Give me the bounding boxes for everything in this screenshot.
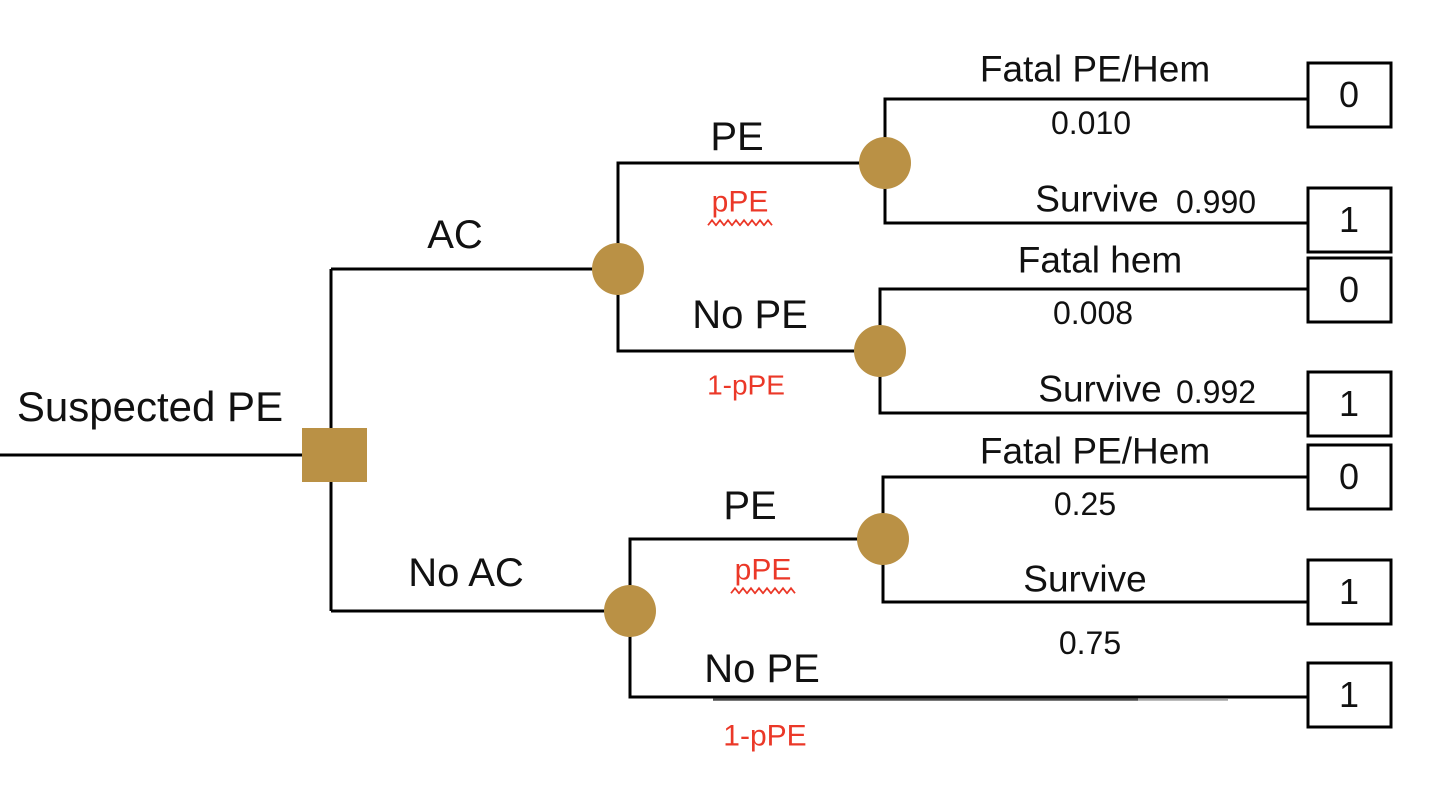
- terminal-box-ac-pe-survive[interactable]: [1306, 186, 1393, 254]
- probability-text: pPE: [711, 185, 769, 219]
- ac-pe-branch-line: [616, 161, 885, 269]
- outcome-prob-ac-nope-survive[interactable]: 0.992: [1175, 374, 1257, 411]
- ac-nope-branch-line: [616, 269, 880, 353]
- payoff-value-ac-pe-fatal[interactable]: 0: [1338, 74, 1360, 115]
- terminal-box-noac-nope[interactable]: [1306, 661, 1393, 729]
- spellcheck-squiggle-icon: [730, 586, 796, 594]
- probability-label-ac-ppe[interactable]: pPE: [707, 186, 773, 226]
- outcome-label-noac-pe-survive[interactable]: Survive: [1023, 558, 1147, 600]
- outcome-label-ac-pe-fatal[interactable]: Fatal PE/Hem: [979, 48, 1211, 90]
- terminal-box-ac-nope-fatal[interactable]: [1306, 256, 1393, 324]
- probability-label-noac-1mppe[interactable]: 1-pPE: [723, 719, 807, 753]
- outcome-label-ac-nope-survive[interactable]: Survive: [1038, 368, 1162, 410]
- branch-label-ac-pe[interactable]: PE: [710, 115, 764, 159]
- terminal-box-ac-nope-survive[interactable]: [1306, 370, 1393, 438]
- branch-label-noac-nope[interactable]: No PE: [704, 647, 820, 691]
- outcome-prob-ac-pe-fatal[interactable]: 0.010: [1050, 105, 1132, 142]
- branch-label-ac[interactable]: AC: [427, 213, 483, 257]
- chance-node-ac[interactable]: [592, 243, 644, 295]
- payoff-value-ac-nope-survive[interactable]: 1: [1338, 383, 1360, 424]
- outcome-prob-noac-pe-survive[interactable]: 0.75: [1058, 625, 1122, 662]
- payoff-value-ac-nope-fatal[interactable]: 0: [1338, 269, 1360, 310]
- chance-node-noac-pe[interactable]: [857, 513, 909, 565]
- outcome-prob-ac-pe-survive[interactable]: 0.990: [1175, 184, 1257, 221]
- payoff-value-noac-nope[interactable]: 1: [1338, 674, 1360, 715]
- probability-text: pPE: [734, 553, 792, 587]
- chance-node-noac[interactable]: [604, 585, 656, 637]
- branch-label-no-ac[interactable]: No AC: [408, 551, 524, 595]
- terminal-box-noac-pe-survive[interactable]: [1306, 558, 1393, 626]
- payoff-value-noac-pe-survive[interactable]: 1: [1338, 571, 1360, 612]
- noac-nope-branch-line: [628, 611, 1308, 699]
- outcome-prob-noac-pe-fatal[interactable]: 0.25: [1053, 486, 1117, 523]
- payoff-value-noac-pe-fatal[interactable]: 0: [1338, 456, 1360, 497]
- outcome-label-ac-nope-fatal[interactable]: Fatal hem: [1017, 239, 1183, 281]
- branch-label-noac-pe[interactable]: PE: [723, 484, 777, 528]
- chance-node-ac-nope[interactable]: [854, 325, 906, 377]
- payoff-value-ac-pe-survive[interactable]: 1: [1338, 199, 1360, 240]
- outcome-label-ac-pe-survive[interactable]: Survive: [1035, 178, 1159, 220]
- outcome-label-noac-pe-fatal[interactable]: Fatal PE/Hem: [979, 430, 1211, 472]
- outcome-prob-ac-nope-fatal[interactable]: 0.008: [1052, 295, 1134, 332]
- terminal-box-noac-pe-fatal[interactable]: [1306, 443, 1393, 511]
- spellcheck-squiggle-icon: [707, 218, 773, 226]
- chance-node-ac-pe[interactable]: [859, 137, 911, 189]
- decision-node-square[interactable]: [302, 428, 367, 482]
- probability-label-noac-ppe[interactable]: pPE: [730, 554, 796, 594]
- terminal-box-ac-pe-fatal[interactable]: [1306, 61, 1393, 129]
- branch-label-ac-nope[interactable]: No PE: [692, 293, 808, 337]
- root-label[interactable]: Suspected PE: [16, 382, 284, 430]
- probability-label-ac-1mppe[interactable]: 1-pPE: [707, 369, 785, 401]
